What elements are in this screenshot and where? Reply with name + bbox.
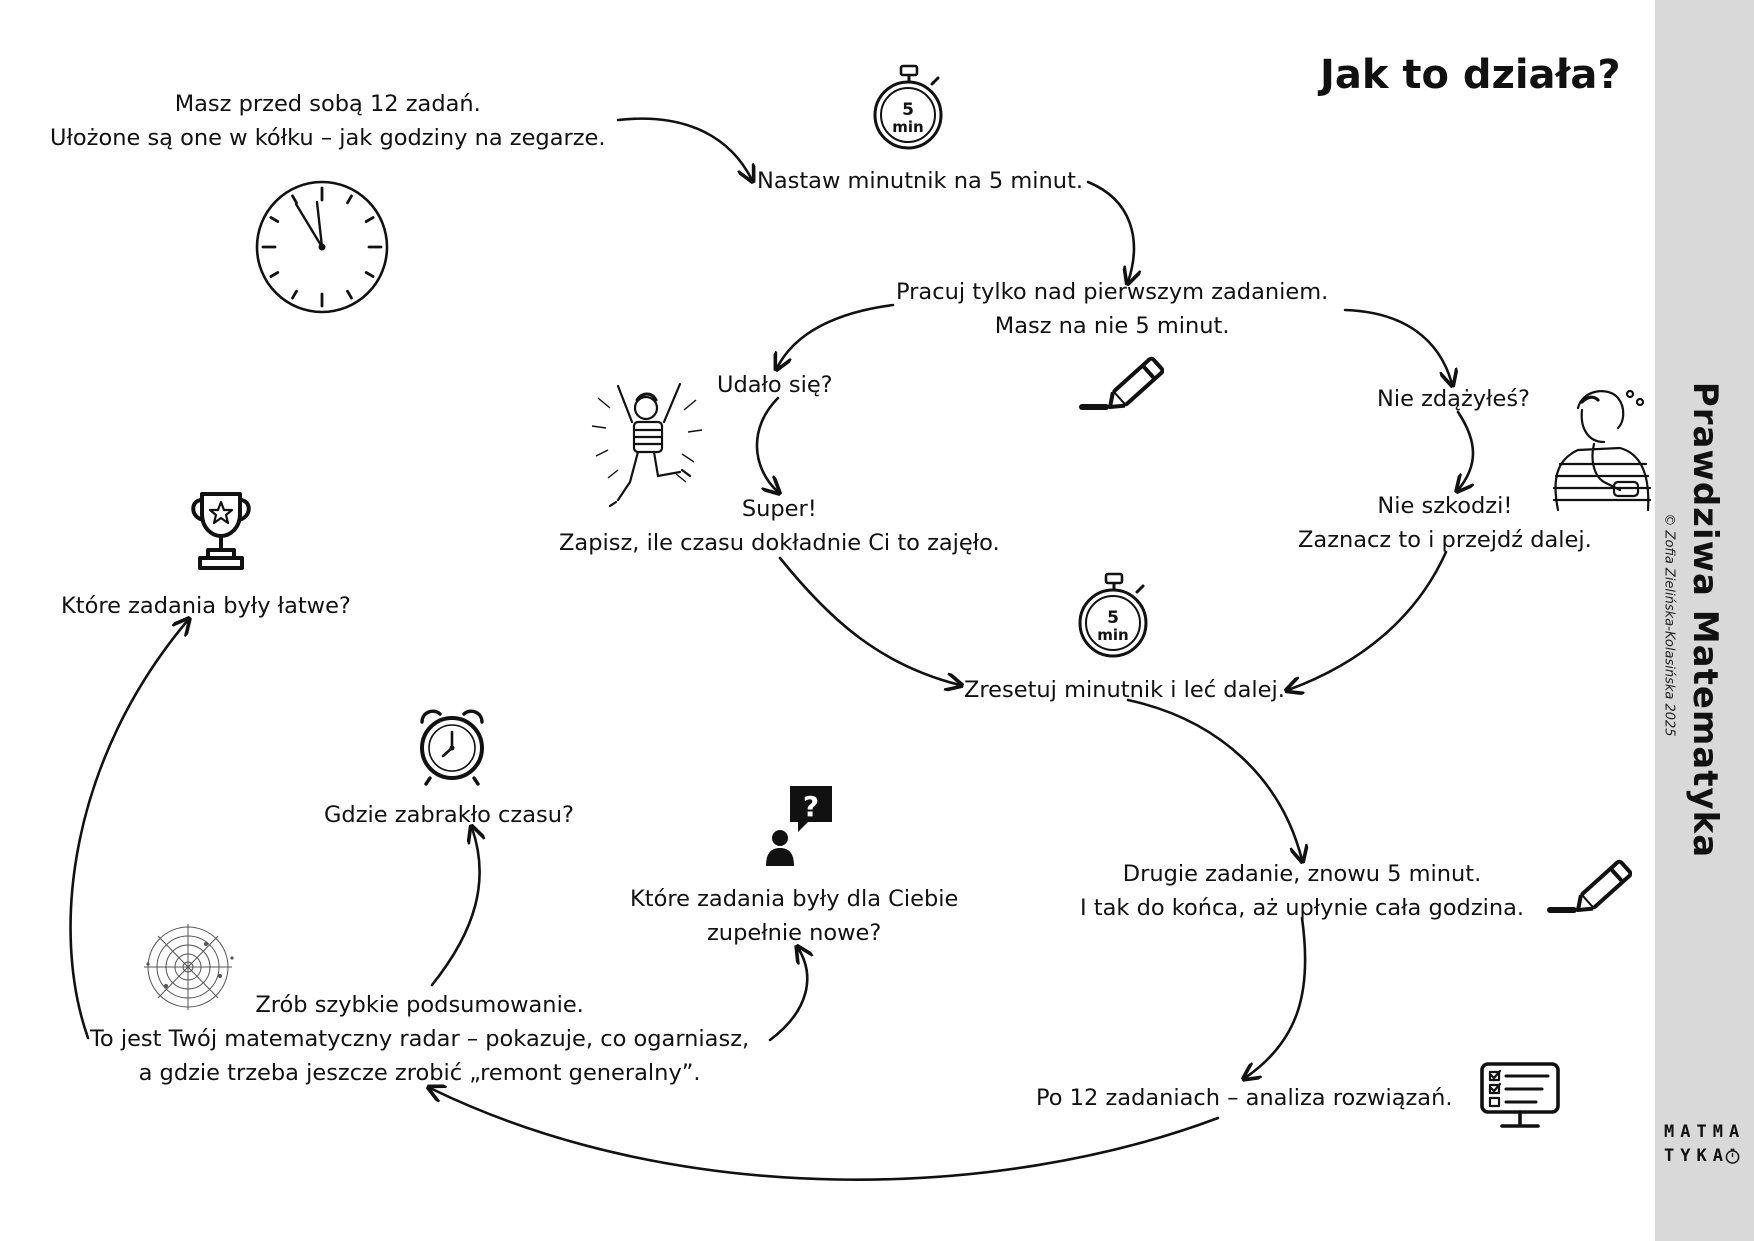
arrow-intro-to-timer: [616, 117, 752, 180]
alarm-clock-icon: [420, 709, 484, 786]
node-success-line-2: Zapisz, ile czasu dokładnie Ci to zajęło…: [559, 530, 1000, 556]
arrow-summary-to-easy: [69, 620, 188, 1040]
node-time-short-line-1: Gdzie zabrakło czasu?: [324, 802, 574, 828]
trophy-icon: [191, 492, 251, 570]
node-fail-line-2: Zaznacz to i przejdź dalej.: [1298, 527, 1592, 553]
pencil-icon: [1547, 859, 1632, 913]
node-timer-line-1: Nastaw minutnik na 5 minut.: [757, 168, 1084, 194]
node-success-question-line-1: Udało się?: [717, 372, 833, 398]
arrow-work-to-success-question: [777, 303, 895, 368]
node-fail: Nie szkodzi! Zaznacz to i przejdź dalej.: [1298, 489, 1592, 557]
cheering-person-icon: [591, 382, 703, 508]
node-work-line-1: Pracuj tylko nad pierwszym zadaniem.: [896, 279, 1329, 305]
logo-line-2: TYKA: [1664, 1144, 1740, 1168]
node-easy-line-1: Które zadania były łatwe?: [61, 593, 351, 619]
node-summary-line-3: a gdzie trzeba jeszcze zrobić „remont ge…: [138, 1060, 701, 1086]
node-new-tasks-line-1: Które zadania były dla Ciebie: [630, 886, 959, 912]
stopwatch-unit: min: [892, 118, 923, 136]
node-intro-line-2: Ułożone są one w kółku – jak godziny na …: [50, 125, 606, 151]
arrow-timer-to-work: [1086, 180, 1134, 282]
logo-line-1: MATMA: [1664, 1122, 1746, 1142]
node-success-line-1: Super!: [741, 496, 817, 522]
arrow-work-to-fail-question: [1343, 308, 1452, 384]
node-new-tasks: Które zadania były dla Ciebie zupełnie n…: [630, 882, 958, 950]
question-person-icon: ?: [766, 786, 832, 866]
node-time-short: Gdzie zabrakło czasu?: [324, 798, 574, 832]
node-summary: Zrób szybkie podsumowanie. To jest Twój …: [90, 988, 749, 1090]
pencil-icon: [1079, 356, 1164, 410]
stopwatch-icon: 5 min: [1078, 572, 1148, 658]
arrow-fail-to-reset: [1288, 550, 1448, 690]
node-second-line-2: I tak do końca, aż upłynie cała godzina.: [1080, 895, 1525, 921]
stopwatch-number: 5: [902, 100, 914, 120]
stopwatch-icon: 5 min: [873, 64, 943, 150]
wall-clock-icon: [255, 180, 389, 314]
arrow-second-to-analysis: [1245, 916, 1307, 1078]
node-second: Drugie zadanie, znowu 5 minut. I tak do …: [1080, 857, 1524, 925]
arrow-analysis-to-summary: [430, 1088, 1220, 1181]
worried-person-icon: [1552, 389, 1652, 512]
radar-icon: [144, 924, 234, 1010]
node-timer: Nastaw minutnik na 5 minut.: [757, 164, 1083, 198]
node-summary-line-2: To jest Twój matematyczny radar – pokazu…: [90, 1026, 750, 1052]
arrow-success-to-reset: [778, 556, 960, 685]
node-fail-line-1: Nie szkodzi!: [1377, 493, 1513, 519]
node-analysis: Po 12 zadaniach – analiza rozwiązań.: [1036, 1081, 1453, 1115]
logo-stopwatch-icon: [1725, 1148, 1740, 1164]
node-fail-question: Nie zdążyłeś?: [1377, 382, 1530, 416]
node-summary-line-1: Zrób szybkie podsumowanie.: [255, 992, 584, 1018]
arrow-summary-to-time-short: [430, 828, 480, 987]
arrow-reset-to-second: [1126, 698, 1302, 860]
arrow-summary-to-new-tasks: [768, 948, 807, 1042]
node-work-line-2: Masz na nie 5 minut.: [994, 313, 1230, 339]
logo-line-2-text: TYKA: [1664, 1146, 1729, 1166]
node-fail-question-line-1: Nie zdążyłeś?: [1377, 386, 1530, 412]
svg-text:?: ?: [803, 790, 819, 823]
node-reset: Zresetuj minutnik i leć dalej.: [964, 673, 1285, 707]
sidebar-strip: [1655, 0, 1754, 1241]
checklist-monitor-icon: [1480, 1062, 1560, 1128]
arrow-fail-question-to-fail: [1458, 410, 1473, 490]
stopwatch-unit: min: [1097, 626, 1128, 644]
node-work: Pracuj tylko nad pierwszym zadaniem. Mas…: [896, 275, 1328, 343]
node-intro: Masz przed sobą 12 zadań. Ułożone są one…: [50, 87, 606, 155]
page-title: Jak to działa?: [1320, 52, 1621, 98]
logo: MATMA TYKA: [1664, 1120, 1740, 1168]
node-intro-line-1: Masz przed sobą 12 zadań.: [174, 91, 481, 117]
node-success-question: Udało się?: [717, 368, 833, 402]
arrow-success-question-to-success: [755, 396, 778, 492]
node-easy: Które zadania były łatwe?: [61, 589, 351, 623]
node-analysis-line-1: Po 12 zadaniach – analiza rozwiązań.: [1036, 1085, 1453, 1111]
stopwatch-number: 5: [1107, 608, 1119, 628]
node-success: Super! Zapisz, ile czasu dokładnie Ci to…: [559, 492, 1000, 560]
node-reset-line-1: Zresetuj minutnik i leć dalej.: [964, 677, 1285, 703]
